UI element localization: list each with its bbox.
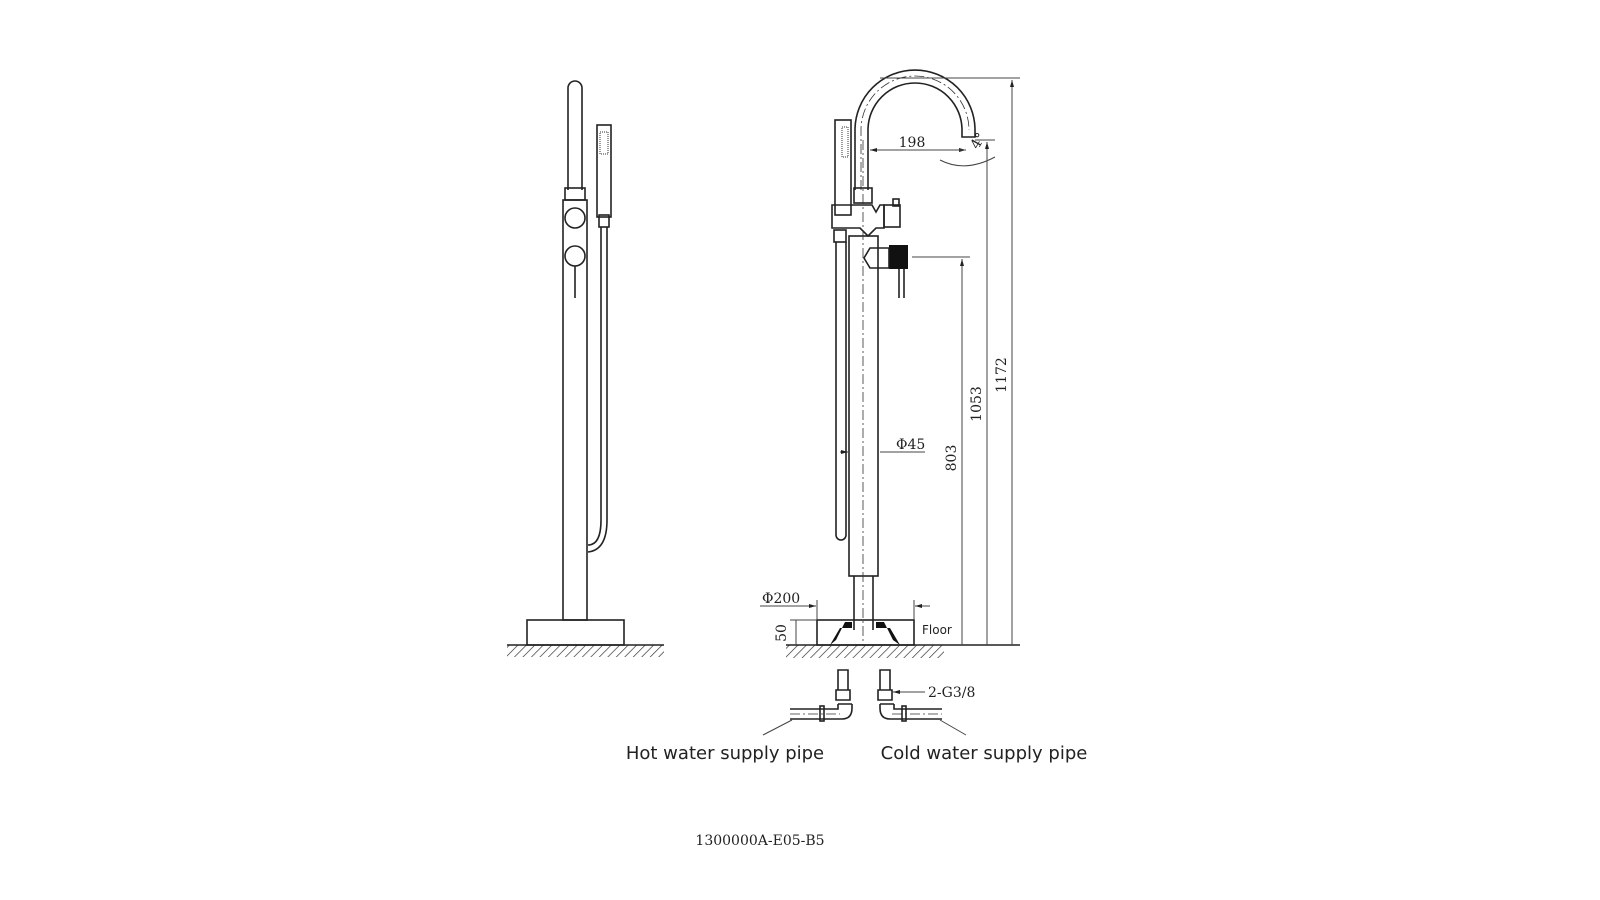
side-view-hose-outline [587, 227, 608, 553]
hand-shower [834, 119, 852, 216]
side-view-base [526, 619, 625, 646]
side-view-floor-hatch [507, 645, 664, 657]
dimension-lines [760, 77, 1020, 645]
hot-supply-pipe [762, 669, 853, 736]
part-number: 1300000A-E05-B5 [695, 833, 824, 849]
front-view: 198 4° 1172 1053 803 Φ45 Φ200 50 Floor 2… [760, 69, 1020, 736]
side-view [507, 80, 664, 657]
side-view-hand-shower [596, 124, 612, 218]
diverter-knob [883, 204, 901, 228]
pipe-insert [853, 576, 874, 630]
cold-pipe-coupling [901, 705, 907, 722]
hot-pipe-label: Hot water supply pipe [626, 743, 824, 764]
mixer-body [831, 204, 885, 238]
base-mount-left [830, 622, 852, 645]
hot-pipe-coupling [819, 705, 825, 722]
handle [889, 245, 908, 269]
base-mount-right [876, 622, 900, 645]
dim-base-height: 50 [774, 624, 790, 642]
dim-pipe-diameter: Φ45 [896, 437, 925, 453]
handle-body [863, 247, 890, 269]
side-view-main-pipe [562, 199, 588, 621]
hose [835, 242, 847, 541]
dim-handle-height: 803 [944, 445, 960, 472]
side-view-shower-spray-face [599, 131, 609, 155]
hot-pipe-leader-line [762, 719, 793, 736]
hose-connector [833, 229, 847, 243]
hot-pipe-body [790, 703, 853, 720]
dim-base-diameter: Φ200 [762, 591, 800, 607]
side-view-diverter-knob [564, 207, 586, 229]
side-view-upper-column [567, 80, 583, 190]
side-view-hose [587, 227, 602, 546]
swivel-angle-arc [939, 156, 996, 167]
shower-spray-face [841, 126, 849, 158]
cold-pipe-body [879, 703, 942, 720]
side-view-handle-knob [564, 245, 586, 267]
side-view-hose-connector [598, 214, 610, 228]
hot-pipe-elbow-fitting [835, 669, 851, 701]
spout [854, 69, 976, 190]
connection-label: 2-G3/8 [928, 685, 975, 701]
cold-pipe-elbow-fitting [877, 669, 893, 701]
dim-total-height: 1172 [994, 357, 1010, 393]
dim-spout-reach: 198 [899, 135, 926, 151]
spout-centerline [860, 75, 970, 190]
diverter-knob-tip [892, 198, 900, 207]
cold-supply-pipe [877, 669, 967, 736]
floor-hatch [786, 645, 944, 658]
dim-outlet-height: 1053 [969, 386, 985, 422]
base [816, 619, 915, 646]
dim-swivel-angle: 4° [968, 130, 990, 152]
cold-pipe-label: Cold water supply pipe [881, 743, 1088, 764]
cold-pipe-leader-line [939, 719, 967, 736]
floor-label: Floor [922, 623, 952, 637]
main-pipe [848, 235, 879, 577]
